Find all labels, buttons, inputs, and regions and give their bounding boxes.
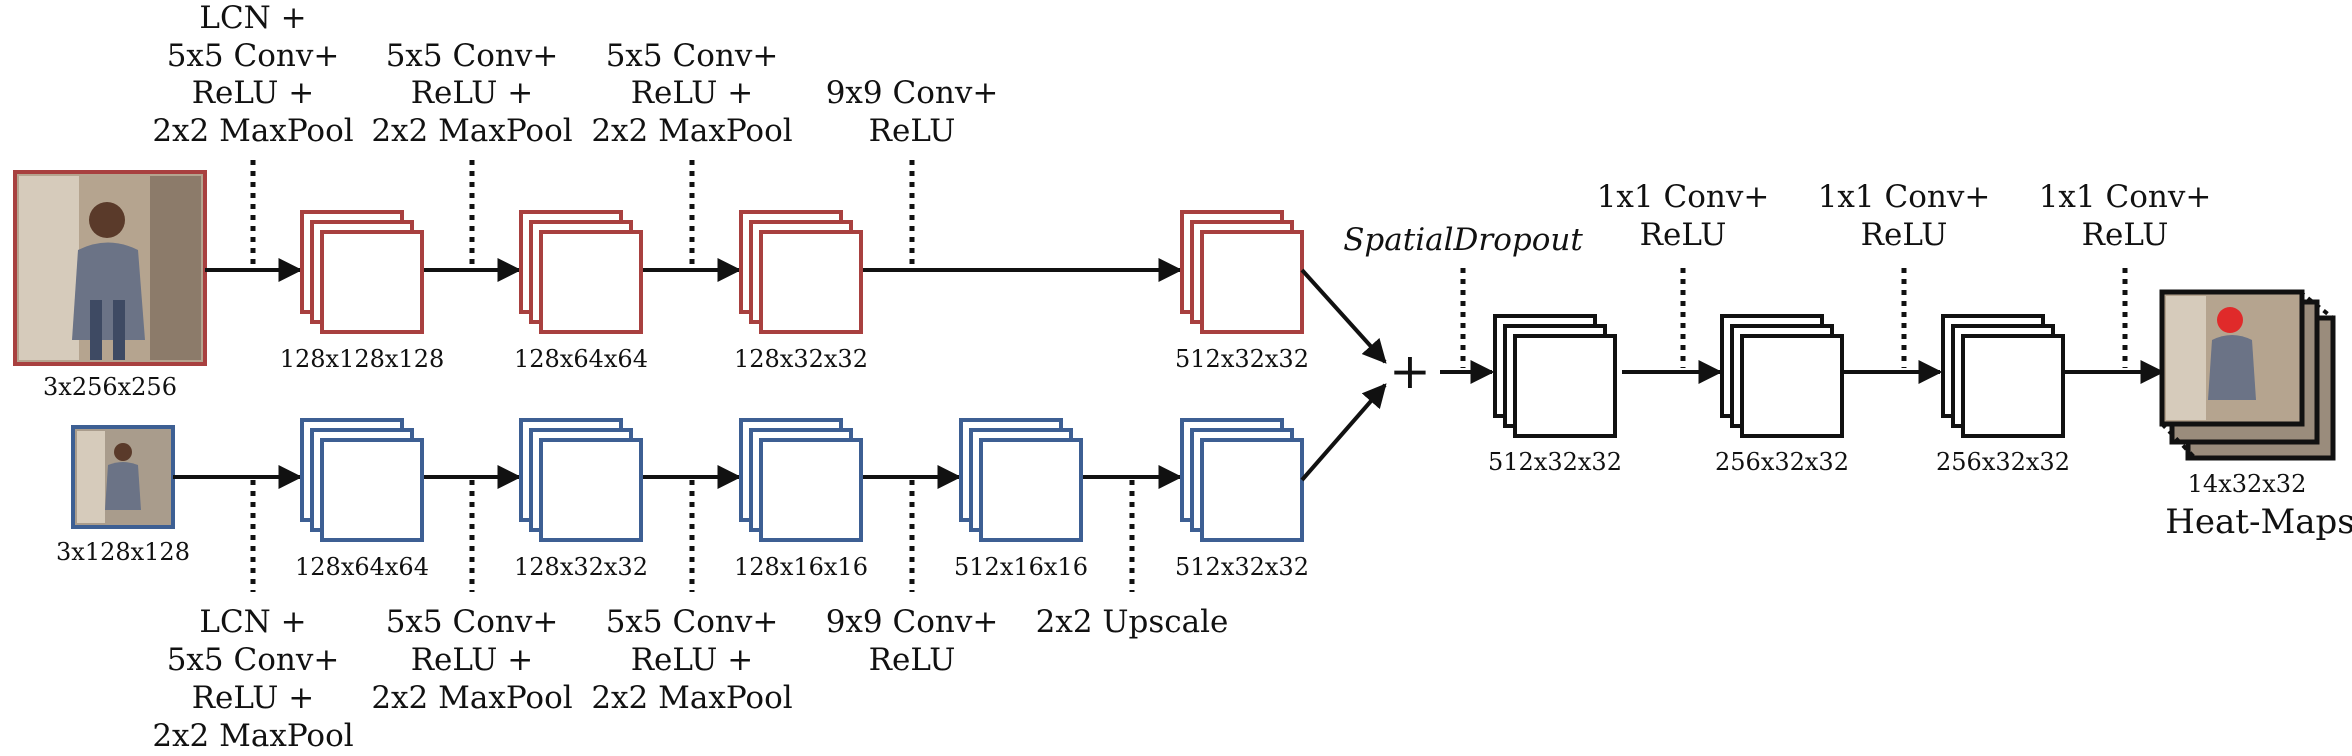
bottom-map1	[300, 418, 424, 542]
head-map3	[1941, 314, 2065, 438]
head-op1-label: 1x1 Conv+ ReLU	[1597, 179, 1770, 253]
top-op3-label: 5x5 Conv+ ReLU + 2x2 MaxPool	[591, 38, 792, 149]
head-map2	[1720, 314, 1844, 438]
top-map1	[300, 210, 424, 334]
head-map1	[1493, 314, 1617, 438]
bottom-op2-line3: 2x2 MaxPool	[371, 680, 572, 716]
head-map1-dims: 512x32x32	[1488, 448, 1622, 476]
merge-plus: +	[1389, 342, 1431, 400]
top-map2-dims: 128x64x64	[514, 345, 648, 373]
head-op2-line2: ReLU	[1861, 217, 1948, 253]
bottom-op4-line1: 9x9 Conv+	[826, 604, 999, 640]
top-op4-line1: 9x9 Conv+	[826, 75, 999, 111]
spatial-dropout-label: SpatialDropout	[1343, 222, 1583, 258]
output-dims: 14x32x32	[2188, 470, 2307, 498]
top-op1-line1: LCN +	[199, 0, 306, 36]
bottom-map2	[519, 418, 643, 542]
bottom-op1-line3: ReLU +	[192, 680, 315, 716]
bottom-map3	[739, 418, 863, 542]
bottom-op3-label: 5x5 Conv+ ReLU + 2x2 MaxPool	[591, 604, 792, 716]
bottom-input-image	[71, 425, 175, 529]
top-op1-line4: 2x2 MaxPool	[152, 113, 353, 149]
top-op3-line3: 2x2 MaxPool	[591, 113, 792, 149]
bottom-op1-line1: LCN +	[199, 604, 306, 640]
top-op1-line2: 5x5 Conv+	[167, 38, 340, 74]
top-map4	[1180, 210, 1304, 334]
bottom-op1-label: LCN + 5x5 Conv+ ReLU + 2x2 MaxPool	[152, 604, 353, 754]
merge-arrows	[1300, 268, 1387, 482]
bottom-map1-dims: 128x64x64	[295, 553, 429, 581]
bottom-input-dims: 3x128x128	[56, 538, 190, 566]
bottom-map4	[959, 418, 1083, 542]
head-map2-dims: 256x32x32	[1715, 448, 1849, 476]
top-map2	[519, 210, 643, 334]
top-input-dims: 3x256x256	[43, 373, 177, 401]
top-op2-line2: ReLU +	[411, 75, 534, 111]
bottom-op2-line1: 5x5 Conv+	[386, 604, 559, 640]
bottom-op3-line1: 5x5 Conv+	[606, 604, 779, 640]
bottom-op1-line4: 2x2 MaxPool	[152, 718, 353, 754]
bottom-op1-line2: 5x5 Conv+	[167, 642, 340, 678]
bottom-op2-line2: ReLU +	[411, 642, 534, 678]
top-op2-line1: 5x5 Conv+	[386, 38, 559, 74]
head-op3-line2: ReLU	[2082, 217, 2169, 253]
top-op4-label: 9x9 Conv+ ReLU	[826, 75, 999, 149]
head-op2-label: 1x1 Conv+ ReLU	[1818, 179, 1991, 253]
bottom-op-connectors	[250, 480, 1135, 592]
head-op3-label: 1x1 Conv+ ReLU	[2039, 179, 2212, 253]
heatmap-stack	[2159, 289, 2336, 461]
head-op3-line1: 1x1 Conv+	[2039, 179, 2212, 215]
head-op1-line2: ReLU	[1640, 217, 1727, 253]
bottom-op5-line1: 2x2 Upscale	[1036, 604, 1229, 640]
bottom-map5	[1180, 418, 1304, 542]
top-op4-line2: ReLU	[869, 113, 956, 149]
bottom-op4-line2: ReLU	[869, 642, 956, 678]
top-input-image	[13, 170, 207, 366]
bottom-map4-dims: 512x16x16	[954, 553, 1088, 581]
top-op1-line3: ReLU +	[192, 75, 315, 111]
bottom-op3-line3: 2x2 MaxPool	[591, 680, 792, 716]
top-op2-line3: 2x2 MaxPool	[371, 113, 572, 149]
bottom-op5-label: 2x2 Upscale	[1036, 604, 1229, 640]
head-op2-line1: 1x1 Conv+	[1818, 179, 1991, 215]
top-map3	[739, 210, 863, 334]
top-op3-line2: ReLU +	[631, 75, 754, 111]
top-map1-dims: 128x128x128	[280, 345, 445, 373]
head-map3-dims: 256x32x32	[1936, 448, 2070, 476]
bottom-map2-dims: 128x32x32	[514, 553, 648, 581]
bottom-map5-dims: 512x32x32	[1175, 553, 1309, 581]
bottom-op4-label: 9x9 Conv+ ReLU	[826, 604, 999, 678]
top-op1-label: LCN + 5x5 Conv+ ReLU + 2x2 MaxPool	[152, 0, 353, 149]
top-op-connectors	[250, 160, 915, 268]
head-op1-line1: 1x1 Conv+	[1597, 179, 1770, 215]
top-map3-dims: 128x32x32	[734, 345, 868, 373]
output-label: Heat-Maps	[2165, 502, 2352, 542]
bottom-op2-label: 5x5 Conv+ ReLU + 2x2 MaxPool	[371, 604, 572, 716]
bottom-op3-line2: ReLU +	[631, 642, 754, 678]
top-map4-dims: 512x32x32	[1175, 345, 1309, 373]
top-op3-line1: 5x5 Conv+	[606, 38, 779, 74]
bottom-map3-dims: 128x16x16	[734, 553, 868, 581]
top-op2-label: 5x5 Conv+ ReLU + 2x2 MaxPool	[371, 38, 572, 149]
